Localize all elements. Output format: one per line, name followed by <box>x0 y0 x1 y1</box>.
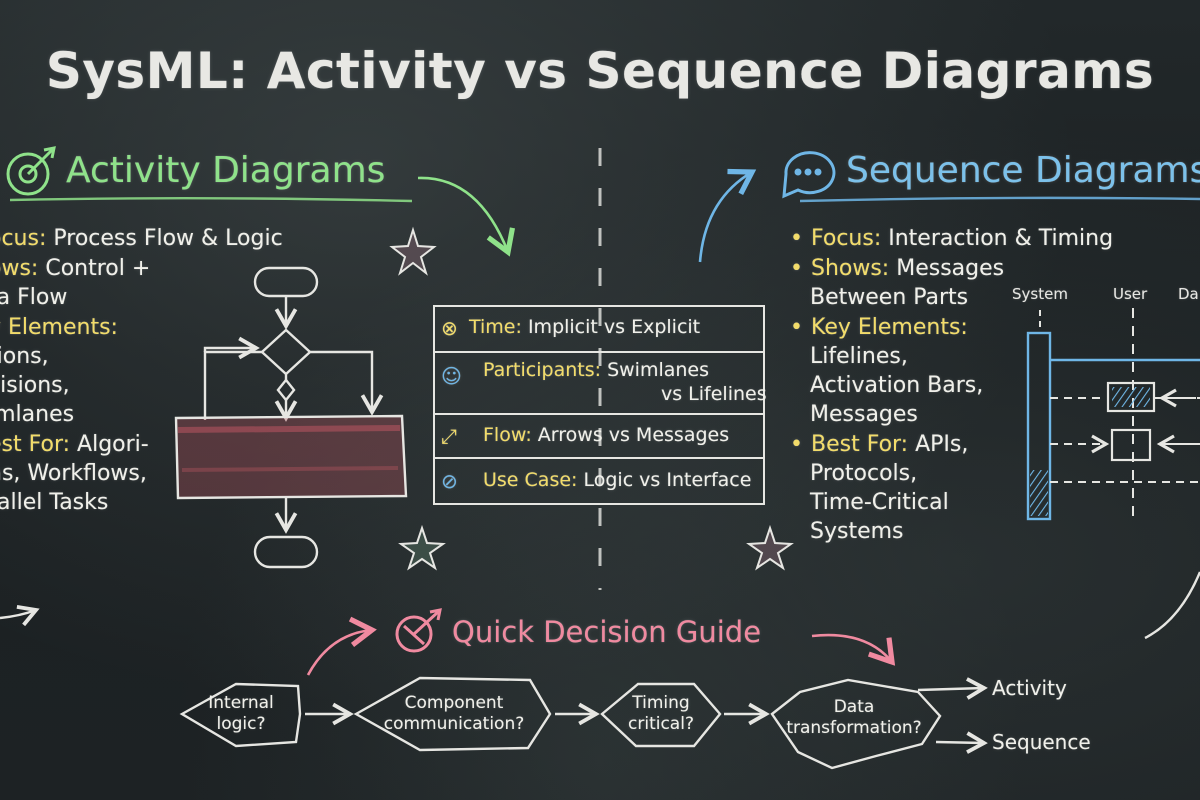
decision-diamond <box>353 676 552 752</box>
bullet-focus: ocus: Process Flow & Logic <box>0 226 283 251</box>
end-node <box>253 535 319 569</box>
comparison-row-use-case: ⊘ Use Case: Logic vs Interface <box>441 469 752 493</box>
target-arrow-icon <box>6 146 56 196</box>
decision-timing-critical: Timing critical? <box>628 693 694 734</box>
decision-shapes <box>179 676 988 770</box>
bullet-dot: • <box>790 432 803 457</box>
activity-heading: Activity Diagrams <box>66 150 386 191</box>
bullet-dot: • <box>790 315 803 340</box>
bullet-best-for: est For: Algori- ns, Workflows, rallel T… <box>0 432 149 515</box>
comparison-box <box>433 305 765 505</box>
pink-curved-arrow-right <box>811 633 896 666</box>
comparison-row-flow: ⤢ Flow: Arrows vs Messages <box>441 424 730 448</box>
activity-bullet-list: ocus: Process Flow & Logic ows: Control … <box>0 224 283 518</box>
diagonal-arrow-icon: ⤢ <box>441 424 457 448</box>
outcome-activity: Activity <box>992 676 1067 700</box>
bullet-dot: • <box>790 226 803 251</box>
sequence-title-underline <box>799 196 1200 203</box>
compass-icon: ⊘ <box>441 469 458 493</box>
decision-data-transformation: Data transformation? <box>786 697 922 738</box>
comparison-row-participants: ☺ Participants: Swimlanes vs Lifelines <box>441 359 767 405</box>
green-curved-arrow <box>417 176 516 257</box>
decision-diamond <box>600 682 722 748</box>
sequence-bullet-list: •Focus: Interaction & Timing •Shows: Mes… <box>790 224 1113 547</box>
lifeline-label-user: User <box>1113 285 1148 303</box>
star-icon <box>746 524 794 571</box>
lifeline-label-data: Da <box>1178 285 1199 303</box>
activation-bar <box>1026 331 1052 521</box>
decision-diamond <box>770 678 942 770</box>
star-icon <box>389 226 437 276</box>
pink-curved-arrow-left <box>306 616 377 676</box>
bullet-dot: • <box>790 256 803 281</box>
decision-internal-logic: Internal logic? <box>208 693 274 734</box>
bullet-focus: •Focus: Interaction & Timing <box>790 226 1114 251</box>
decision-diamond <box>179 682 302 748</box>
activity-title-underline <box>9 197 413 203</box>
sequence-heading: Sequence Diagrams <box>846 150 1200 191</box>
guide-heading: Quick Decision Guide <box>452 615 762 649</box>
bullet-shows: •Shows: Messages Between Parts <box>790 256 1005 310</box>
fork-bar <box>174 414 408 500</box>
left-edge-arrow <box>0 605 40 627</box>
bullet-key-elements: y Elements: tions, cisions, imlanes <box>0 315 118 427</box>
people-icon: ☺ <box>441 364 462 388</box>
clock-arrow-icon: ⊗ <box>441 316 458 340</box>
sequence-sketch <box>1026 308 1200 521</box>
right-edge-arrow <box>1144 571 1200 640</box>
bullet-best-for: •Best For: APIs, Protocols, Time-Critica… <box>790 432 969 544</box>
page-title: SysML: Activity vs Sequence Diagrams <box>45 42 1155 100</box>
comparison-row-time: ⊗ Time: Implicit vs Explicit <box>441 316 701 340</box>
bullet-shows: ows: Control + ta Flow <box>0 256 151 310</box>
activity-flow-sketch <box>174 266 408 569</box>
blue-curved-arrow <box>698 168 757 263</box>
decision-component-communication: Component communication? <box>383 693 525 734</box>
outcome-sequence: Sequence <box>992 730 1091 754</box>
speech-bubble-icon <box>782 151 836 199</box>
lifeline-label-system: System <box>1012 285 1068 303</box>
star-icon <box>398 524 446 571</box>
bullet-key-elements: •Key Elements: Lifelines, Activation Bar… <box>790 315 984 427</box>
guide-target-icon <box>395 608 442 653</box>
